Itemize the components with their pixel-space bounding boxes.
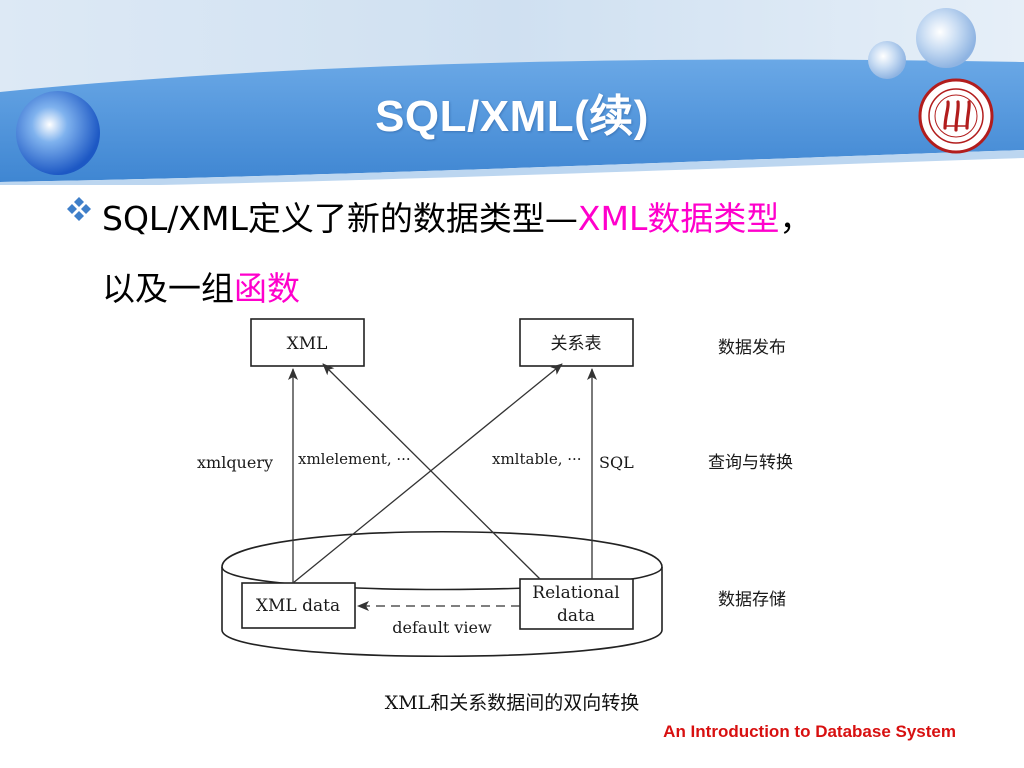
- bullet-text-part: ，: [779, 199, 813, 238]
- label-sql: SQL: [599, 453, 634, 472]
- university-seal-icon: [918, 78, 994, 154]
- xml-box-label: XML: [287, 334, 328, 354]
- xml-data-box: [241, 582, 356, 629]
- label-xmlelement: xmlelement, ···: [298, 450, 411, 468]
- relational-data-box-label-2: data: [557, 606, 595, 626]
- diagram-caption: XML和关系数据间的双向转换: [384, 692, 640, 714]
- xml-relational-diagram: XML 关系表 XML data Relational data xmlquer…: [197, 318, 793, 658]
- relational-data-box: [519, 578, 634, 630]
- label-default-view: default view: [392, 618, 492, 637]
- storage-cylinder-rim: [221, 566, 663, 591]
- highlight-xml-datatype: XML数据类型: [577, 199, 780, 238]
- bullet-text-part: SQL/XML定义了新的数据类型—: [102, 199, 578, 238]
- slide-title: SQL/XML(续): [375, 92, 649, 141]
- layer-publish: 数据发布: [718, 338, 786, 358]
- header-banner: [0, 0, 1024, 185]
- highlight-functions: 函数: [234, 269, 300, 308]
- layer-storage: 数据存储: [718, 590, 786, 610]
- footer-course-title: An Introduction to Database System: [663, 722, 956, 741]
- arrow-xmltable: [292, 363, 563, 584]
- label-xmlquery: xmlquery: [197, 453, 273, 472]
- relational-data-box-label-1: Relational: [532, 583, 619, 603]
- relational-table-box: [519, 318, 634, 367]
- bullet-text-part: 以及一组: [102, 269, 234, 308]
- layer-query: 查询与转换: [708, 453, 793, 473]
- arrow-xmlelement: [322, 363, 541, 580]
- diamond-cluster-bullet-icon: [67, 197, 91, 221]
- xml-data-box-label: XML data: [256, 596, 340, 616]
- relational-table-box-label: 关系表: [551, 334, 602, 354]
- bullet-text: SQL/XML定义了新的数据类型—XML数据类型， 以及一组函数: [102, 184, 982, 324]
- label-xmltable: xmltable, ···: [492, 450, 582, 468]
- xml-box: [250, 318, 365, 367]
